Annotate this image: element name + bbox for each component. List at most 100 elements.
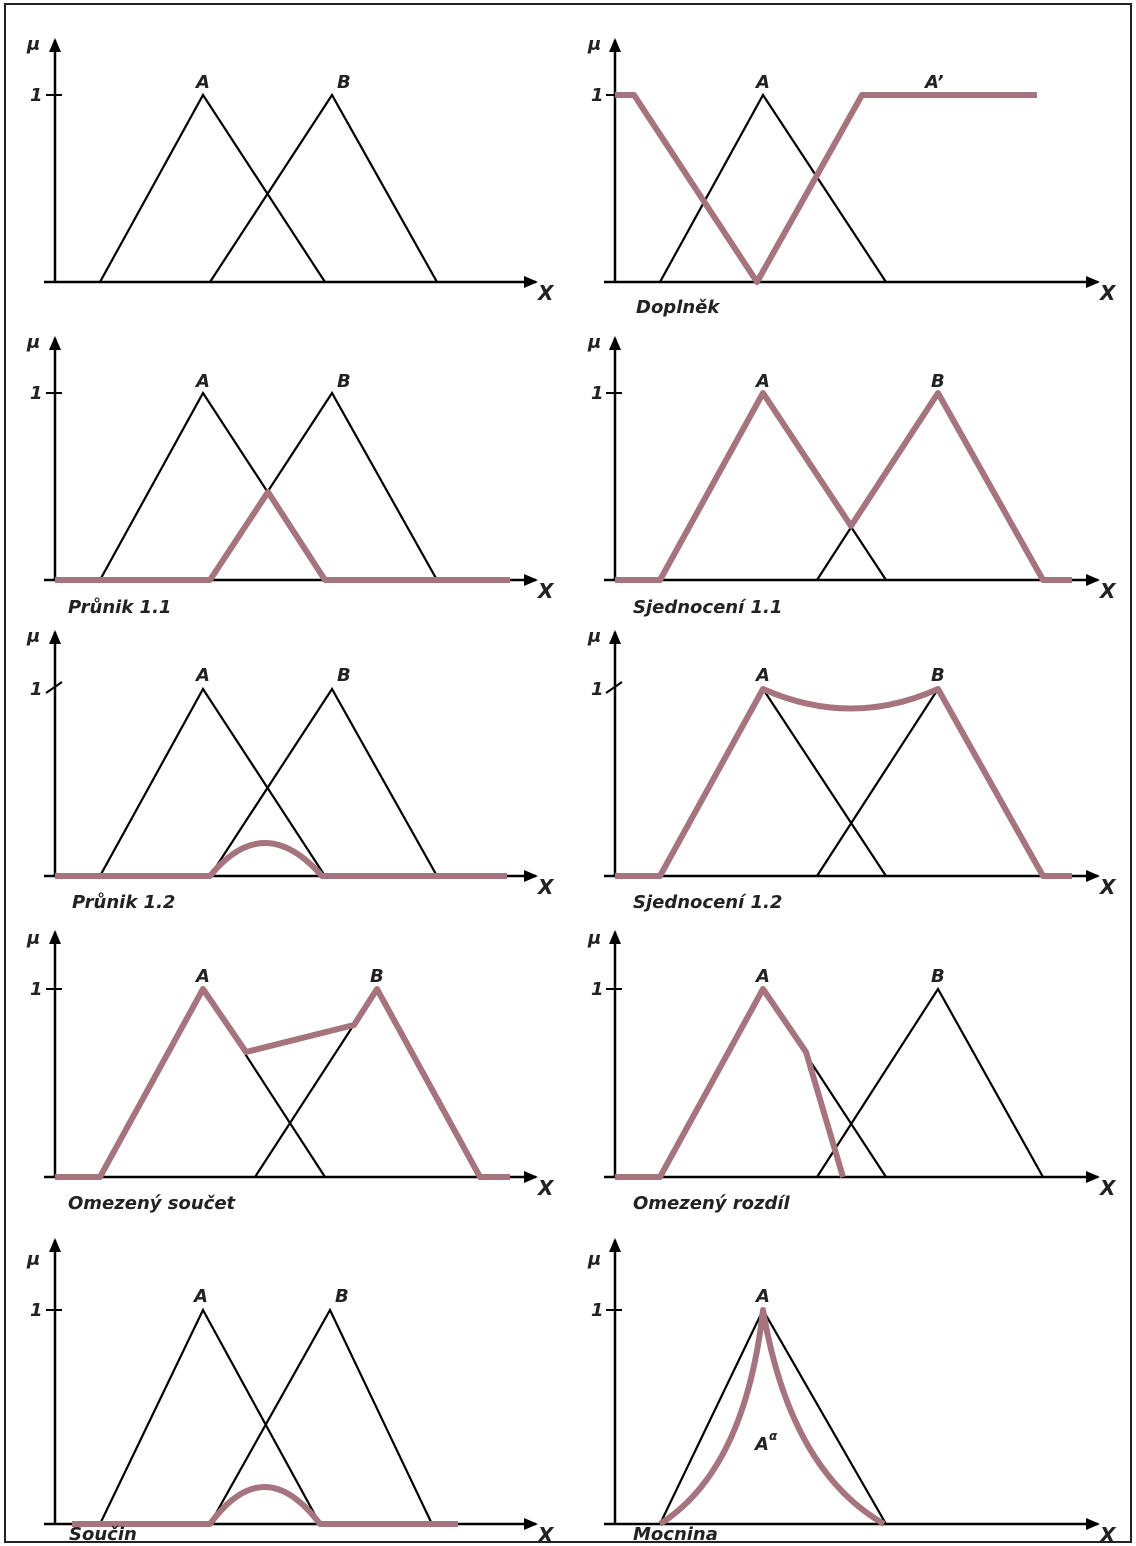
mu-label: μ <box>587 1249 601 1270</box>
mu-label: μ <box>587 34 601 55</box>
caption: Sjednocení 1.2 <box>633 892 782 913</box>
tick-one <box>605 681 623 694</box>
mu-label: μ <box>26 626 40 647</box>
triangle-b <box>816 986 1044 1178</box>
x-label: X <box>536 579 555 603</box>
caption: Součin <box>69 1524 137 1545</box>
panel-product: μ 1 X A B Součin <box>26 1238 555 1546</box>
power-exponent: α <box>769 1429 778 1443</box>
mu-label: μ <box>587 928 601 949</box>
triangle-a <box>99 986 326 1178</box>
panel-intersection-1-1: μ 1 X A B Průnik 1.1 <box>26 332 555 618</box>
result-union <box>615 390 1072 583</box>
caption: Omezený rozdíl <box>633 1193 791 1214</box>
one-label: 1 <box>591 979 604 1000</box>
label-b: B <box>337 665 351 686</box>
panel-union-1-2: μ 1 X A B Sjednocení 1.2 <box>587 626 1117 913</box>
label-b: B <box>335 1286 349 1307</box>
x-label: X <box>1098 579 1117 603</box>
one-label: 1 <box>30 679 43 700</box>
triangle-b <box>209 1307 433 1525</box>
result-power <box>658 1307 886 1527</box>
one-label: 1 <box>591 85 604 106</box>
label-b: B <box>931 966 945 987</box>
panel-complement: μ 1 X A A’ Doplněk <box>587 34 1117 318</box>
x-label: X <box>536 1176 555 1200</box>
triangle-a <box>99 390 326 581</box>
tick-one <box>45 681 63 694</box>
caption: Průnik 1.2 <box>72 892 175 913</box>
result-bounded-difference <box>615 986 846 1180</box>
triangle-a <box>99 1307 321 1525</box>
label-a: A <box>194 371 210 392</box>
caption: Mocnina <box>633 1524 718 1545</box>
triangle-b <box>209 390 438 581</box>
result-complement <box>615 92 1037 285</box>
panel-union-1-1: μ 1 X A B Sjednocení 1.1 <box>587 332 1117 618</box>
triangle-a <box>659 686 887 877</box>
caption: Omezený součet <box>68 1193 237 1214</box>
mu-label: μ <box>26 1249 40 1270</box>
triangle-b <box>254 986 481 1178</box>
mu-label: μ <box>26 34 40 55</box>
label-b: B <box>337 371 351 392</box>
label-a: A <box>754 1286 770 1307</box>
triangle-b <box>209 686 438 877</box>
label-b: B <box>337 72 351 93</box>
result-product <box>72 1484 458 1527</box>
x-label: X <box>1098 1523 1117 1546</box>
x-label: X <box>536 281 555 305</box>
one-label: 1 <box>30 1300 43 1321</box>
triangle-a <box>99 92 326 283</box>
triangle-b <box>816 686 1044 877</box>
label-a: A <box>194 665 210 686</box>
x-label: X <box>1098 1176 1117 1200</box>
label-a: A <box>754 72 770 93</box>
figure-frame <box>4 3 1132 1543</box>
one-label: 1 <box>30 383 43 404</box>
result-intersection-product <box>55 840 507 879</box>
panel-basic: μ 1 X A B <box>26 34 555 305</box>
one-label: 1 <box>591 1300 604 1321</box>
label-a-complement: A’ <box>923 72 944 93</box>
one-label: 1 <box>591 383 604 404</box>
panel-bounded-sum: μ 1 X A B Omezený součet <box>26 928 555 1214</box>
caption: Doplněk <box>636 297 720 318</box>
mu-label: μ <box>26 928 40 949</box>
x-label: X <box>536 1523 555 1546</box>
one-label: 1 <box>30 979 43 1000</box>
label-a: A <box>754 966 770 987</box>
caption: Sjednocení 1.1 <box>633 597 782 618</box>
label-a: A <box>192 1286 208 1307</box>
mu-label: μ <box>26 332 40 353</box>
label-a-power: Aα <box>753 1429 778 1455</box>
label-a: A <box>194 72 210 93</box>
x-label: X <box>1098 281 1117 305</box>
triangle-b <box>209 92 438 283</box>
label-a: A <box>754 371 770 392</box>
triangle-a <box>659 986 887 1178</box>
label-b: B <box>370 966 384 987</box>
panel-intersection-1-2: μ 1 X A B Průnik 1.2 <box>26 626 555 913</box>
result-union-sum <box>615 686 1072 879</box>
panel-power: μ 1 X A Aα Mocnina <box>587 1238 1117 1546</box>
result-bounded-sum <box>55 986 510 1180</box>
caption: Průnik 1.1 <box>68 597 171 618</box>
label-b: B <box>931 371 945 392</box>
triangle-a <box>659 92 887 283</box>
mu-label: μ <box>587 626 601 647</box>
label-a: A <box>194 966 210 987</box>
mu-label: μ <box>587 332 601 353</box>
label-b: B <box>931 665 945 686</box>
one-label: 1 <box>30 85 43 106</box>
result-intersection <box>55 489 510 583</box>
triangle-a <box>659 390 887 581</box>
x-label: X <box>536 875 555 899</box>
triangle-b <box>816 390 1044 581</box>
one-label: 1 <box>591 679 604 700</box>
label-a: A <box>754 665 770 686</box>
panel-bounded-difference: μ 1 X A B Omezený rozdíl <box>587 928 1117 1214</box>
x-label: X <box>1098 875 1117 899</box>
triangle-a <box>99 686 326 877</box>
